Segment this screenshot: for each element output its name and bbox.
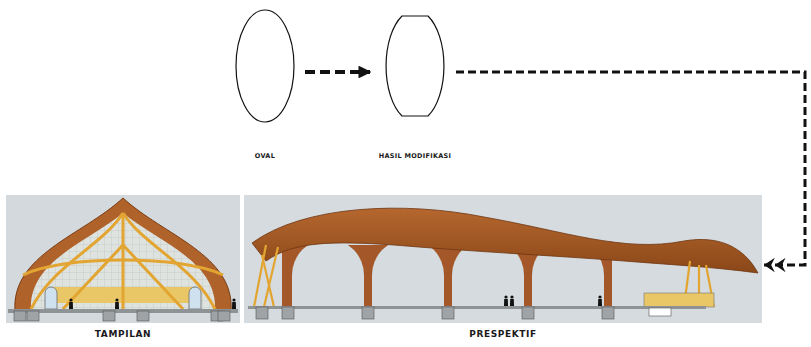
image-panel: TAMPILAN bbox=[6, 195, 240, 345]
oval-illustration bbox=[225, 2, 305, 164]
oval-outline bbox=[236, 10, 294, 122]
shape-node: HASIL MODIFIKASI bbox=[374, 2, 456, 164]
dashed-arrow bbox=[305, 70, 370, 74]
modified-oval-outline bbox=[386, 16, 444, 116]
front-view bbox=[6, 195, 240, 323]
tampilan-illustration bbox=[6, 195, 240, 345]
image-panel: PRESPEKTIF bbox=[244, 195, 762, 345]
mod-illustration bbox=[374, 2, 456, 164]
shape-node: OVAL bbox=[225, 2, 305, 164]
prespektif-illustration bbox=[244, 195, 762, 345]
shape-caption: HASIL MODIFIKASI bbox=[374, 152, 456, 160]
shape-caption: TAMPILAN bbox=[6, 329, 240, 339]
shape-caption: OVAL bbox=[225, 152, 305, 160]
shape-caption: PRESPEKTIF bbox=[244, 329, 762, 339]
perspective-view bbox=[244, 195, 762, 323]
